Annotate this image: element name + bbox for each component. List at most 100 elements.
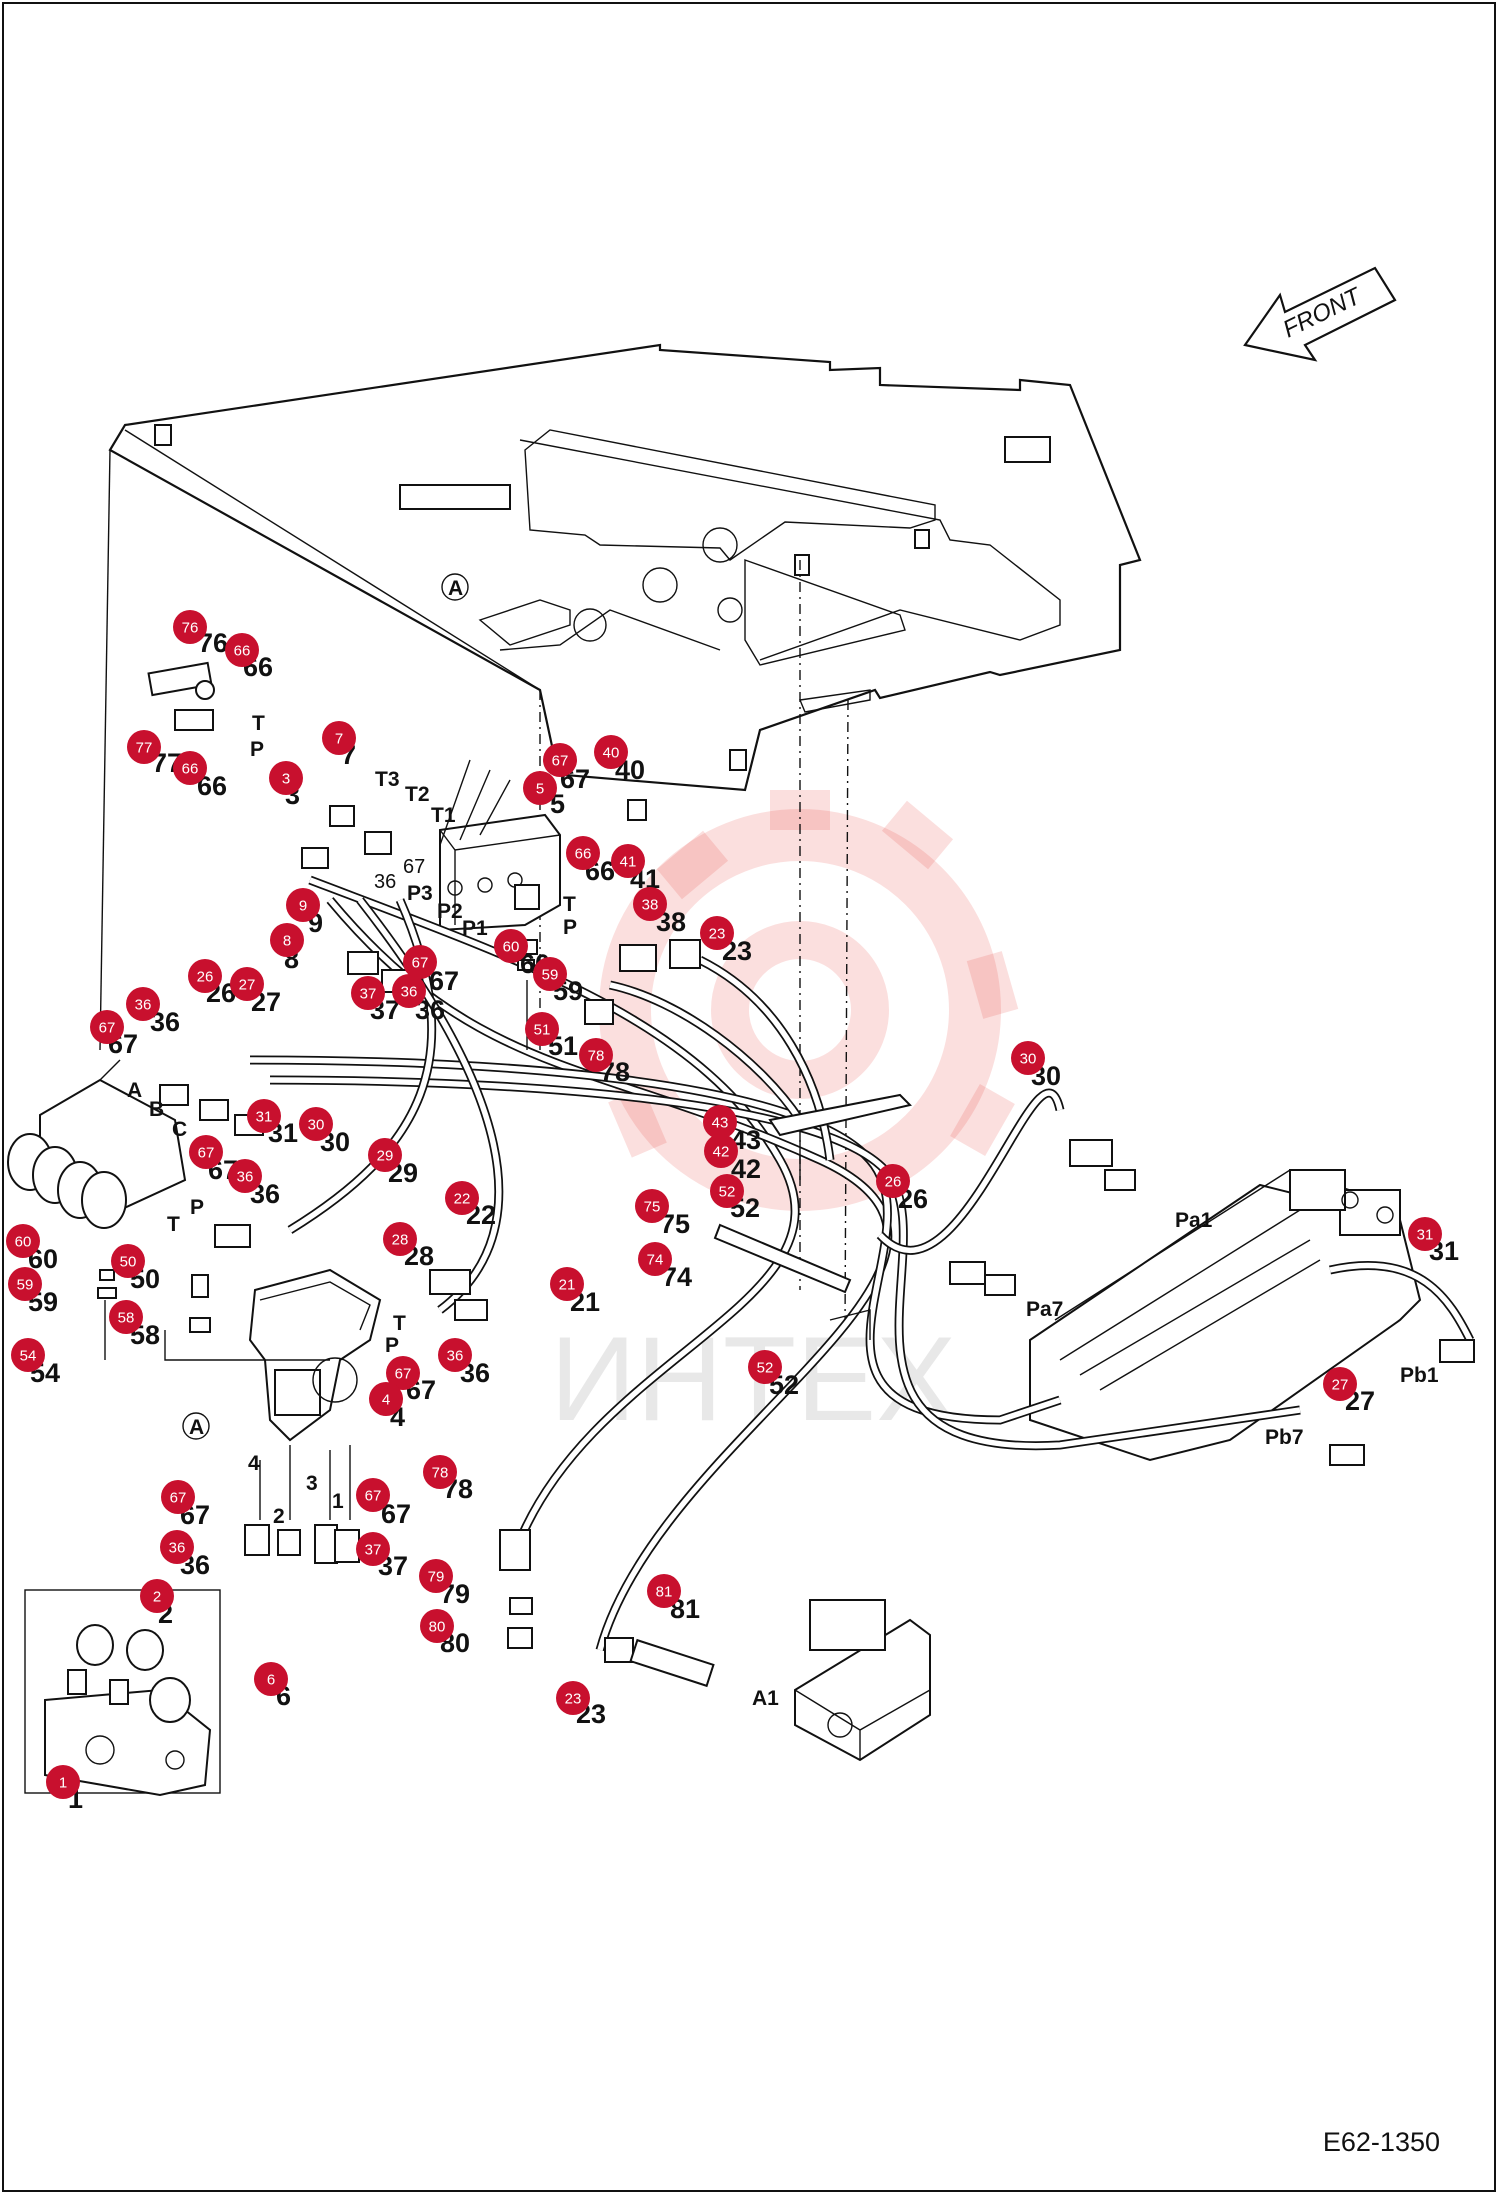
callout-badge[interactable]: 60 [494, 929, 528, 963]
callout-number: 31 [1417, 1227, 1434, 1244]
part-label: T1 [431, 804, 456, 827]
part-label: Pa1 [1175, 1209, 1213, 1232]
callout-badge[interactable]: 5 [523, 771, 557, 805]
callout-badge[interactable]: 38 [633, 887, 667, 921]
part-label: 4 [248, 1452, 260, 1475]
callout-badge[interactable]: 27 [1323, 1367, 1357, 1401]
callout-badge[interactable]: 37 [356, 1532, 390, 1566]
callout-badge[interactable]: 3 [269, 761, 303, 795]
callout-circle [611, 844, 645, 878]
callout-badge[interactable]: 43 [703, 1105, 737, 1139]
callout-badge[interactable]: 9 [286, 888, 320, 922]
callout-badge[interactable]: 23 [556, 1681, 590, 1715]
callout-badge[interactable]: 23 [700, 916, 734, 950]
callout-badge[interactable]: 66 [173, 751, 207, 785]
callout-badge[interactable]: 40 [594, 735, 628, 769]
callout-circle [704, 1134, 738, 1168]
part-label: P1 [462, 917, 488, 940]
callout-circle [8, 1267, 42, 1301]
control-valve [1029, 1169, 1422, 1462]
callout-badge[interactable]: 6 [254, 1662, 288, 1696]
callout-circle [369, 1382, 403, 1416]
callout-circle [700, 916, 734, 950]
callout-number: 76 [182, 620, 199, 637]
callout-badge[interactable]: 29 [368, 1138, 402, 1172]
callout-badge[interactable]: 4 [369, 1382, 403, 1416]
callout-badge[interactable]: 59 [533, 957, 567, 991]
callout-badge[interactable]: 66 [566, 836, 600, 870]
callout-badge[interactable]: 8 [270, 923, 304, 957]
callout-number: 26 [885, 1174, 902, 1191]
callout-badge[interactable]: 41 [611, 844, 645, 878]
part-label: P [385, 1334, 399, 1357]
callout-badge[interactable]: 81 [647, 1574, 681, 1608]
callout-badge[interactable]: 21 [550, 1267, 584, 1301]
callout-circle [419, 1559, 453, 1593]
part-label: T2 [405, 783, 430, 806]
callout-circle [230, 967, 264, 1001]
callout-badge[interactable]: 27 [230, 967, 264, 1001]
callout-badge[interactable]: 78 [579, 1038, 613, 1072]
part-label: 2 [273, 1505, 285, 1528]
callout-badge[interactable]: 67 [189, 1135, 223, 1169]
callout-badge[interactable]: 36 [438, 1338, 472, 1372]
callout-badge[interactable]: 77 [127, 730, 161, 764]
callout-badge[interactable]: 30 [1011, 1041, 1045, 1075]
front-arrow: FRONT [1243, 266, 1397, 362]
callout-badge[interactable]: 30 [299, 1107, 333, 1141]
callout-number: 52 [719, 1184, 736, 1201]
callout-circle [1011, 1041, 1045, 1075]
part-label: P2 [437, 900, 463, 923]
callout-badge[interactable]: 36 [228, 1159, 262, 1193]
callout-badge[interactable]: 52 [710, 1174, 744, 1208]
callout-number: 66 [575, 846, 592, 863]
callout-badge[interactable]: 26 [188, 959, 222, 993]
callout-badge[interactable]: 51 [525, 1012, 559, 1046]
callout-circle [225, 633, 259, 667]
callout-number: 43 [712, 1115, 729, 1132]
callout-badge[interactable]: 74 [638, 1242, 672, 1276]
callout-badge[interactable]: 36 [392, 974, 426, 1008]
callout-badge[interactable]: 58 [109, 1300, 143, 1334]
callout-badge[interactable]: 36 [160, 1530, 194, 1564]
callout-badge[interactable]: 78 [423, 1455, 457, 1489]
callout-badge[interactable]: 2 [140, 1579, 174, 1613]
callout-number: 2 [153, 1589, 161, 1606]
hose-brackets [713, 1093, 912, 1340]
callout-badge[interactable]: 36 [126, 987, 160, 1021]
callout-badge[interactable]: 76 [173, 610, 207, 644]
callout-number: 66 [182, 761, 199, 778]
callout-badge[interactable]: 66 [225, 633, 259, 667]
part-label: C [172, 1118, 187, 1141]
callout-number: 1 [59, 1775, 67, 1792]
callout-badge[interactable]: 1 [46, 1765, 80, 1799]
callout-badge[interactable]: 26 [876, 1164, 910, 1198]
callout-badge[interactable]: 80 [420, 1609, 454, 1643]
callout-badge[interactable]: 22 [445, 1181, 479, 1215]
callout-number: 79 [428, 1569, 445, 1586]
callout-badge[interactable]: 42 [704, 1134, 738, 1168]
part-label: Pb7 [1265, 1426, 1304, 1449]
callout-badge[interactable]: 28 [383, 1222, 417, 1256]
callout-number: 22 [454, 1191, 471, 1208]
callout-badge[interactable]: 31 [247, 1099, 281, 1133]
callout-badge[interactable]: 54 [11, 1338, 45, 1372]
callout-number: 36 [169, 1540, 186, 1557]
callout-circle [111, 1244, 145, 1278]
callout-badge[interactable]: 67 [403, 945, 437, 979]
callout-badge[interactable]: 75 [635, 1189, 669, 1223]
callout-badge[interactable]: 67 [386, 1356, 420, 1390]
callout-badge[interactable]: 67 [356, 1478, 390, 1512]
callout-badge[interactable]: 37 [351, 976, 385, 1010]
callout-badge[interactable]: 67 [161, 1480, 195, 1514]
callout-badge[interactable]: 67 [90, 1010, 124, 1044]
callout-badge[interactable]: 67 [543, 743, 577, 777]
callout-badge[interactable]: 52 [748, 1350, 782, 1384]
callout-badge[interactable]: 31 [1408, 1217, 1442, 1251]
callout-badge[interactable]: 59 [8, 1267, 42, 1301]
callout-badge[interactable]: 60 [6, 1224, 40, 1258]
callout-badge[interactable]: 7 [322, 721, 356, 755]
callout-badge[interactable]: 79 [419, 1559, 453, 1593]
callout-badge[interactable]: 50 [111, 1244, 145, 1278]
